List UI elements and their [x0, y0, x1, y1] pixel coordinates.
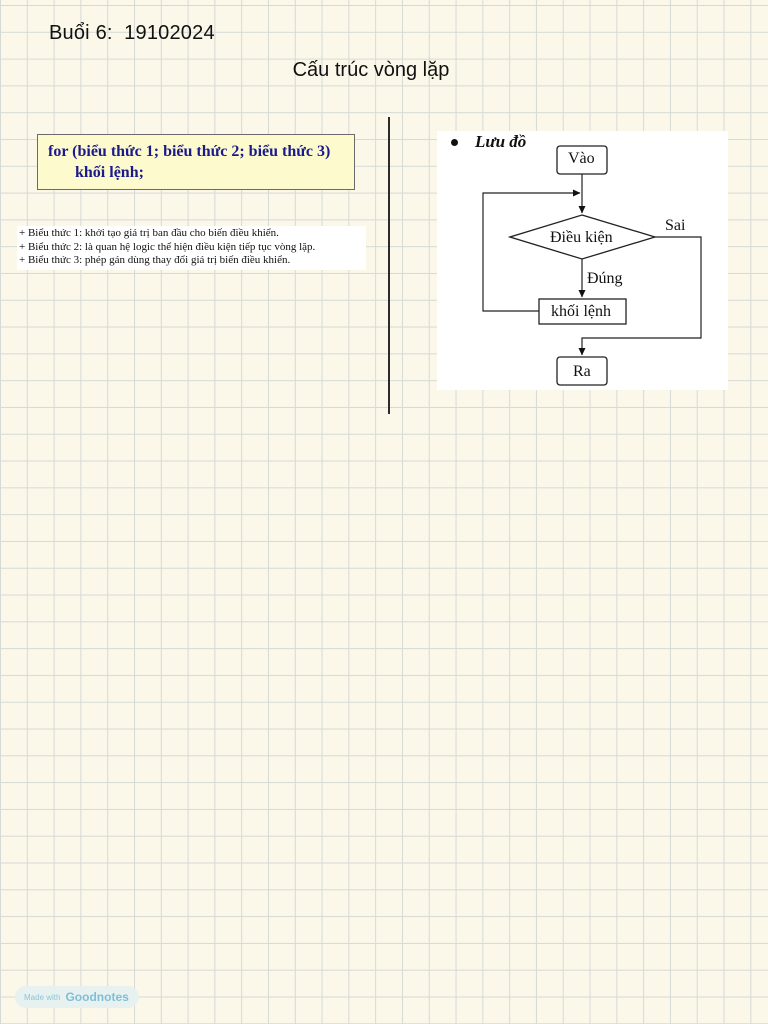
- badge-prefix: Made with: [24, 992, 61, 1002]
- false-label: Sai: [665, 217, 686, 234]
- for-syntax-box: for (biểu thức 1; biểu thức 2; biểu thức…: [37, 134, 355, 190]
- flowchart-label: Lưu đồ: [475, 132, 527, 151]
- badge-brand: Goodnotes: [65, 990, 129, 1004]
- condition-label: Điều kiện: [550, 229, 613, 246]
- true-label: Đúng: [587, 270, 623, 287]
- body-label: khối lệnh: [551, 303, 611, 320]
- expression-notes: + Biểu thức 1: khởi tạo giá trị ban đầu …: [17, 226, 366, 270]
- syntax-line-1: for (biểu thức 1; biểu thức 2; biểu thức…: [48, 143, 331, 160]
- note-item: + Biểu thức 3: phép gán dùng thay đổi gi…: [19, 254, 291, 266]
- end-label: Ra: [573, 363, 591, 380]
- end-node: [556, 356, 608, 386]
- goodnotes-badge: Made with Goodnotes: [15, 986, 139, 1008]
- session-heading: Buổi 6: 19102024: [49, 22, 215, 44]
- page-title: Cấu trúc vòng lặp: [292, 59, 450, 81]
- flowchart-panel: Lưu đồ Vào Điều kiện Sai Đúng khối lệnh …: [437, 131, 728, 390]
- bullet-icon: [451, 139, 458, 146]
- syntax-line-2: khối lệnh;: [75, 164, 144, 181]
- start-label: Vào: [568, 150, 595, 167]
- flow-arrow-false: [578, 236, 702, 356]
- note-item: + Biểu thức 1: khởi tạo giá trị ban đầu …: [19, 227, 279, 239]
- vertical-divider: [388, 117, 390, 414]
- flow-loop-back: [482, 189, 581, 312]
- flowchart-diagram: [482, 145, 702, 386]
- note-item: + Biểu thức 2: là quan hệ logic thể hiện…: [19, 240, 316, 253]
